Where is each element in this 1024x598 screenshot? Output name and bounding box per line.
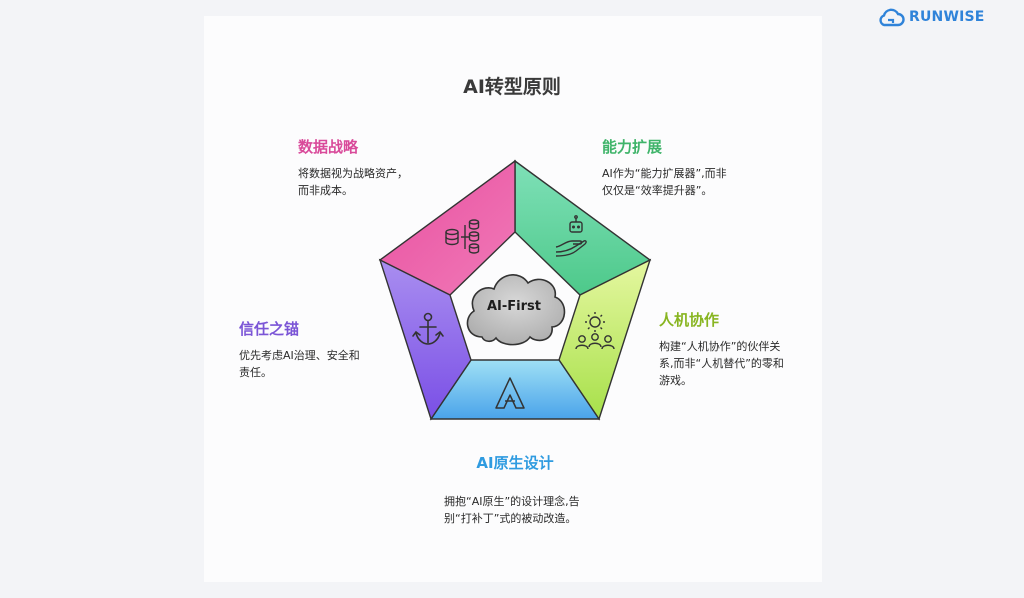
section-desc-ai-native-design-line2: 别“打补丁”式的被动改造。 xyxy=(444,512,577,525)
section-desc-capability-expansion-line1: AI作为“能力扩展器”,而非 xyxy=(602,167,727,180)
section-desc-ai-native-design-line1: 拥抱“AI原生”的设计理念,告 xyxy=(444,495,580,508)
team-gear-icon xyxy=(575,312,615,350)
label-trust-anchor: 信任之锚 优先考虑AI治理、安全和 责任。 xyxy=(239,318,360,381)
section-title-human-ai-collab: 人机协作 xyxy=(659,311,720,329)
section-desc-human-ai-collab-line3: 游戏。 xyxy=(659,374,692,387)
section-title-capability-expansion: 能力扩展 xyxy=(602,138,663,156)
section-desc-human-ai-collab-line2: 系,而非“人机替代”的零和 xyxy=(659,357,784,370)
center-label: AI-First xyxy=(487,299,541,314)
section-desc-trust-anchor-line2: 责任。 xyxy=(239,366,272,379)
database-pipeline-icon xyxy=(445,219,480,254)
label-ai-native-design: AI原生设计 拥抱“AI原生”的设计理念,告 别“打补丁”式的被动改造。 xyxy=(444,452,590,527)
page-title: AI转型原则 xyxy=(463,76,561,98)
brand-logo[interactable]: RUNWISE xyxy=(876,6,985,28)
section-desc-capability-expansion-line2: 仅仅是“效率提升器”。 xyxy=(602,184,713,197)
label-data-strategy: 数据战略 将数据视为战略资产， 而非成本。 xyxy=(298,136,408,199)
section-desc-trust-anchor-line1: 优先考虑AI治理、安全和 xyxy=(239,349,360,362)
anchor-icon xyxy=(412,312,444,345)
section-desc-data-strategy-line2: 而非成本。 xyxy=(298,184,353,197)
robot-hand-icon xyxy=(555,215,587,257)
section-title-data-strategy: 数据战略 xyxy=(298,138,359,156)
cloud-logo-icon xyxy=(879,8,905,27)
section-desc-human-ai-collab-line1: 构建“人机协作”的伙伴关 xyxy=(659,340,781,353)
label-capability-expansion: 能力扩展 AI作为“能力扩展器”,而非 仅仅是“效率提升器”。 xyxy=(602,136,727,199)
segment-trust-anchor xyxy=(378,258,472,421)
section-title-trust-anchor: 信任之锚 xyxy=(239,320,300,338)
section-title-ai-native-design: AI原生设计 xyxy=(476,454,554,472)
center-cloud xyxy=(466,274,566,346)
brand-name: RUNWISE xyxy=(909,9,985,25)
label-human-ai-collab: 人机协作 构建“人机协作”的伙伴关 系,而非“人机替代”的零和 游戏。 xyxy=(659,309,784,389)
letter-a-logo-icon xyxy=(495,377,525,409)
section-desc-data-strategy-line1: 将数据视为战略资产， xyxy=(298,167,408,180)
